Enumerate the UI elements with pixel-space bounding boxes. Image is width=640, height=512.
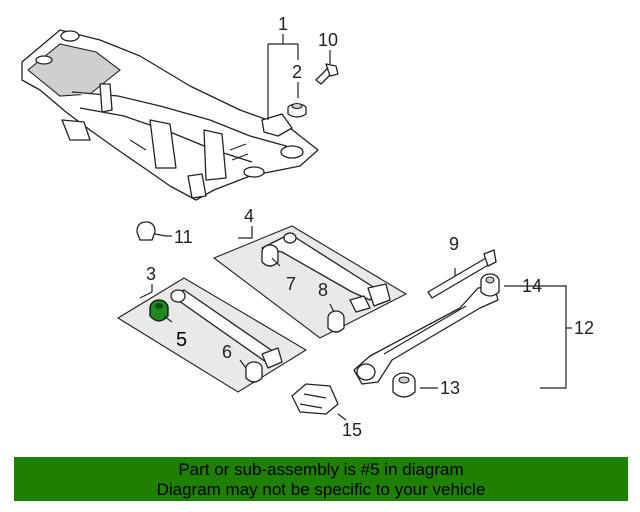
part-12-trailing-arm (353, 285, 499, 385)
callout-12: 12 (574, 318, 594, 338)
panel-4-upper-arm (212, 225, 408, 339)
leader-lines (139, 34, 572, 421)
callout-10: 10 (318, 30, 338, 50)
callout-4: 4 (244, 206, 254, 226)
callout-labels: 1 2 3 4 5 6 7 8 9 10 11 12 13 14 15 (146, 14, 594, 440)
callout-2: 2 (292, 62, 302, 82)
part-15-bracket (291, 383, 339, 415)
callout-3: 3 (146, 264, 156, 284)
callout-15: 15 (342, 420, 362, 440)
footer-banner: Part or sub-assembly is #5 in diagram Di… (14, 457, 628, 501)
callout-13: 13 (440, 378, 460, 398)
callout-5: 5 (176, 329, 187, 351)
footer-line-2: Diagram may not be specific to your vehi… (156, 480, 486, 499)
part-2-cap (287, 102, 307, 118)
callout-11: 11 (174, 227, 193, 247)
callout-9: 9 (449, 234, 459, 254)
parts-diagram: 1 2 3 4 5 6 7 8 9 10 11 12 13 14 15 (21, 14, 594, 440)
part-9-long-bolt (427, 249, 497, 299)
part-13-bushing (392, 372, 416, 398)
part-14-bushing (480, 273, 500, 297)
part-5-bushing-highlight (149, 299, 169, 322)
callout-8: 8 (318, 280, 328, 300)
rear-subframe (21, 29, 319, 201)
callout-7: 7 (286, 274, 296, 294)
callout-1: 1 (278, 14, 288, 34)
callout-6: 6 (222, 342, 232, 362)
footer-line-1: Part or sub-assembly is #5 in diagram (178, 460, 464, 479)
part-10-bolt (315, 63, 339, 85)
callout-14: 14 (522, 276, 542, 296)
part-11-cap (136, 221, 167, 241)
panel-3-lower-arm (116, 277, 308, 393)
